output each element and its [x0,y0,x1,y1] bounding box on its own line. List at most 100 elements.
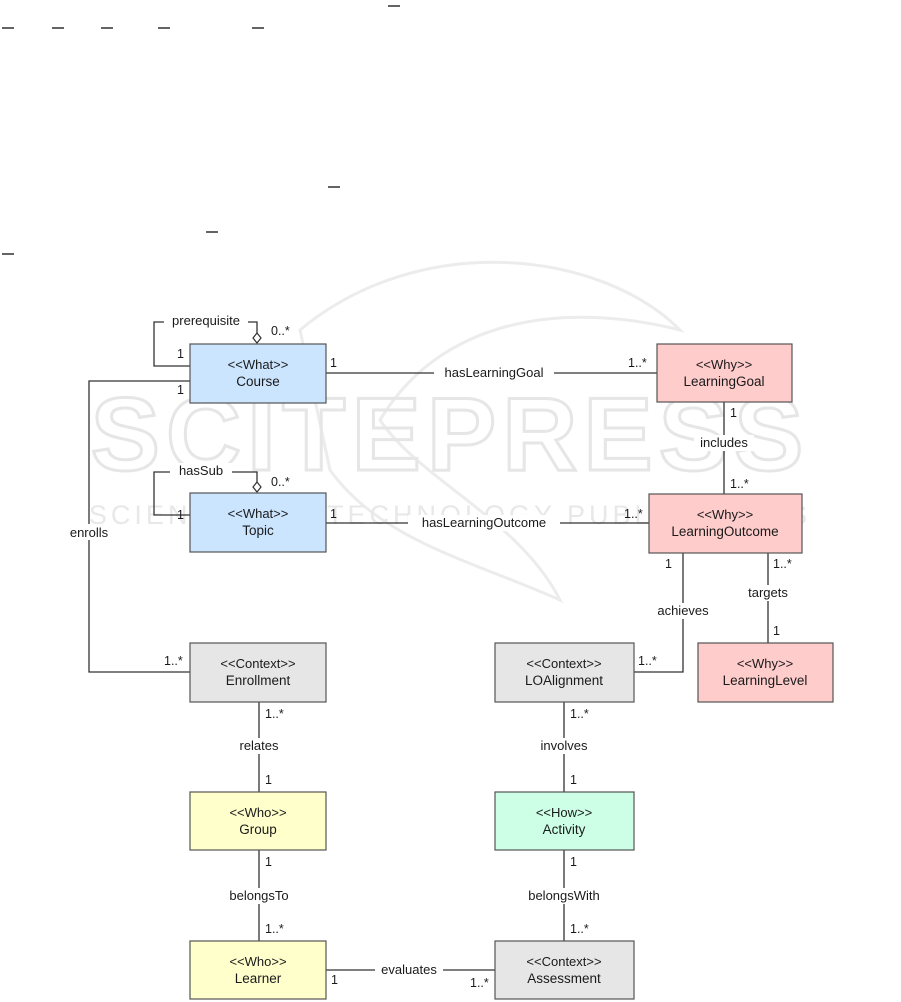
has-learning-outcome-mult-b: 1..* [624,507,643,521]
class-lo-alignment-stereotype: <<Context>> [526,656,601,671]
belongs-to-mult-a: 1 [265,855,272,869]
watermark-logo-swoosh [298,260,685,604]
class-course-box [189,343,327,404]
class-lo-alignment: <<Context>> LOAlignment [494,642,635,703]
has-sub-mult-a: 1 [177,508,184,522]
class-learning-outcome-stereotype: <<Why>> [697,507,753,522]
class-learning-outcome: <<Why>> LearningOutcome [648,493,803,554]
class-learning-level-name: LearningLevel [723,673,808,688]
evaluates-label: evaluates [381,962,437,977]
multiplicities: 1 0..* 1 1..* 1 1..* 1 0..* 1 1..* 1 1..… [164,324,792,990]
class-learning-goal-name: LearningGoal [683,374,764,389]
includes-label: includes [700,435,748,450]
achieves-label: achieves [657,603,709,618]
has-learning-outcome-mult-a: 1 [330,507,337,521]
targets-label: targets [748,585,788,600]
class-topic-stereotype: <<What>> [228,506,289,521]
class-group: <<Who>> Group [189,791,327,851]
targets-mult-b: 1 [773,624,780,638]
targets-mult-a: 1..* [773,557,792,571]
class-assessment-box [494,940,635,1000]
involves-mult-b: 1 [570,773,577,787]
belongs-with-label-bg [520,888,608,904]
class-learning-level-box [697,642,834,703]
class-lo-alignment-name: LOAlignment [525,673,603,688]
class-boxes: <<What>> Course <<Why>> LearningGoal <<W… [189,343,834,1000]
class-group-stereotype: <<Who>> [229,805,286,820]
enrolls-label: enrolls [70,525,109,540]
enrolls-mult-b: 1..* [164,654,183,668]
class-enrollment-box [189,642,327,703]
belongs-with-mult-b: 1..* [570,922,589,936]
class-enrollment-stereotype: <<Context>> [220,656,295,671]
page-text-remnants [2,5,400,255]
class-learning-goal-box [656,343,793,403]
class-course-stereotype: <<What>> [228,357,289,372]
class-learning-goal: <<Why>> LearningGoal [656,343,793,403]
class-assessment-name: Assessment [527,971,601,986]
has-sub-aggregation-diamond [252,481,262,493]
prerequisite-line [153,321,258,367]
targets-label-bg [740,585,796,601]
enrolls-mult-a: 1 [177,383,184,397]
prerequisite-mult-b: 0..* [271,324,290,338]
prerequisite-aggregation-diamond [252,332,262,344]
class-group-box [189,791,327,851]
class-activity: <<How>> Activity [494,791,635,851]
relates-mult-b: 1 [265,773,272,787]
class-enrollment-name: Enrollment [226,673,291,688]
has-sub-label-bg [170,463,232,479]
involves-label: involves [541,738,588,753]
has-sub-line [153,471,258,516]
class-course: <<What>> Course [189,343,327,404]
has-learning-goal-label: hasLearningGoal [444,365,543,380]
has-learning-outcome-label: hasLearningOutcome [422,515,546,530]
class-learner-stereotype: <<Who>> [229,954,286,969]
prerequisite-mult-a: 1 [177,347,184,361]
class-lo-alignment-box [494,642,635,703]
achieves-label-bg [648,603,718,619]
class-topic-name: Topic [242,523,274,538]
achieves-line [634,553,684,673]
has-learning-goal-mult-a: 1 [330,356,337,370]
belongs-to-mult-b: 1..* [265,922,284,936]
class-activity-stereotype: <<How>> [536,805,592,820]
association-labels: prerequisite hasLearningGoal includes ha… [58,313,796,978]
belongs-with-mult-a: 1 [570,855,577,869]
class-topic: <<What>> Topic [189,492,327,553]
class-assessment-stereotype: <<Context>> [526,954,601,969]
involves-mult-a: 1..* [570,707,589,721]
has-learning-goal-mult-b: 1..* [628,356,647,370]
class-assessment: <<Context>> Assessment [494,940,635,1000]
achieves-mult-b: 1..* [638,654,657,668]
class-learning-level-stereotype: <<Why>> [737,656,793,671]
relates-label-bg [232,738,286,754]
evaluates-mult-a: 1 [331,973,338,987]
involves-label-bg [532,738,596,754]
has-sub-mult-b: 0..* [271,475,290,489]
has-sub-label: hasSub [179,463,223,478]
has-learning-outcome-label-bg [408,515,560,531]
prerequisite-label-bg [164,313,248,329]
includes-mult-b: 1..* [730,477,749,491]
class-learner-box [189,940,327,1000]
class-activity-box [494,791,635,851]
enrolls-label-bg [58,524,120,540]
class-course-name: Course [236,374,280,389]
includes-mult-a: 1 [730,406,737,420]
relates-label: relates [239,738,279,753]
class-topic-box [189,492,327,553]
belongs-to-label: belongsTo [229,888,288,903]
class-enrollment: <<Context>> Enrollment [189,642,327,703]
evaluates-label-bg [375,962,443,978]
class-group-name: Group [239,822,277,837]
class-activity-name: Activity [543,822,586,837]
achieves-mult-a: 1 [665,557,672,571]
prerequisite-label: prerequisite [172,313,240,328]
relates-mult-a: 1..* [265,707,284,721]
includes-label-bg [694,435,754,451]
class-learning-outcome-name: LearningOutcome [671,524,778,539]
class-learning-goal-stereotype: <<Why>> [696,357,752,372]
belongs-to-label-bg [222,888,296,904]
